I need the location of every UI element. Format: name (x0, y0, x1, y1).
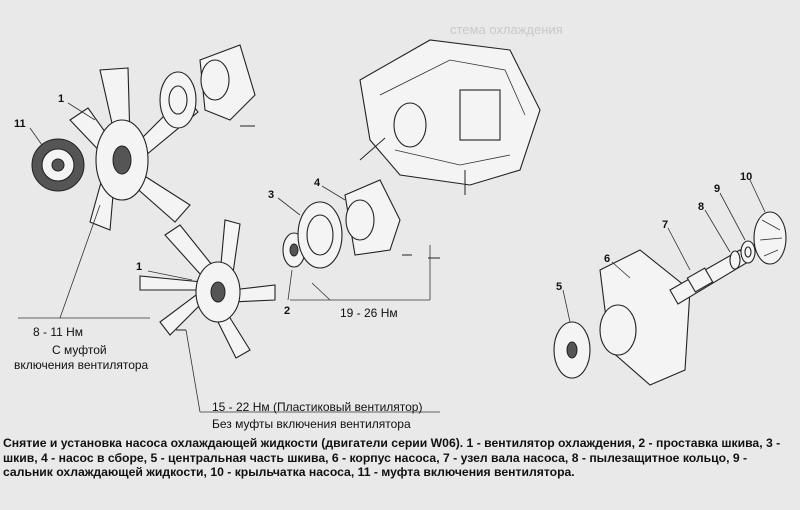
callout-pulley-hub: 5 (556, 281, 562, 293)
pump-assembly (282, 179, 440, 301)
dust-ring-part (729, 250, 741, 270)
callout-pump: 4 (314, 177, 321, 189)
callout-pump-shaft: 7 (662, 219, 668, 231)
header-fragment: стема охлаждения (450, 22, 563, 37)
torque-pump: 19 - 26 Нм (340, 306, 398, 320)
callout-dust-ring: 8 (698, 201, 704, 213)
callout-fan-low: 1 (136, 261, 142, 273)
callout-coolant-seal: 9 (714, 183, 720, 195)
callout-fan-top: 1 (58, 93, 64, 105)
note-with-clutch-line1: С муфтой (52, 343, 107, 357)
callout-impeller: 10 (740, 171, 752, 183)
coolant-seal-part (740, 240, 756, 264)
pulley-part (297, 201, 343, 269)
water-pump-part (344, 179, 401, 256)
torque-clutch-fan: 8 - 11 Нм (33, 325, 83, 339)
note-with-clutch-line2: включения вентилятора (14, 358, 149, 372)
pulley-hub-part (553, 321, 591, 379)
plain-fan-assembly (139, 219, 440, 413)
callout-pump-body: 6 (604, 253, 610, 265)
clutch-pump-part (199, 44, 256, 121)
callout-pulley: 3 (268, 189, 274, 201)
pump-exploded-parts (553, 211, 787, 386)
clutch-pulley-part (159, 71, 197, 129)
engine-block (359, 39, 541, 195)
pump-body-part (599, 249, 691, 386)
callout-pulley-spacer: 2 (284, 305, 290, 317)
fan-clutch-assembly (18, 44, 256, 319)
pulley-spacer-part (282, 232, 306, 268)
fan-clutch-part (31, 138, 85, 192)
callout-leaders (29, 102, 766, 323)
callout-fan-clutch: 11 (14, 118, 26, 130)
figure-caption: Снятие и установка насоса охлаждающей жи… (3, 436, 781, 479)
impeller-part (753, 211, 787, 265)
torque-plain-fan: 15 - 22 Нм (Пластиковый вентилятор) (212, 400, 422, 414)
note-no-clutch: Без муфты включения вентилятора (212, 417, 411, 431)
